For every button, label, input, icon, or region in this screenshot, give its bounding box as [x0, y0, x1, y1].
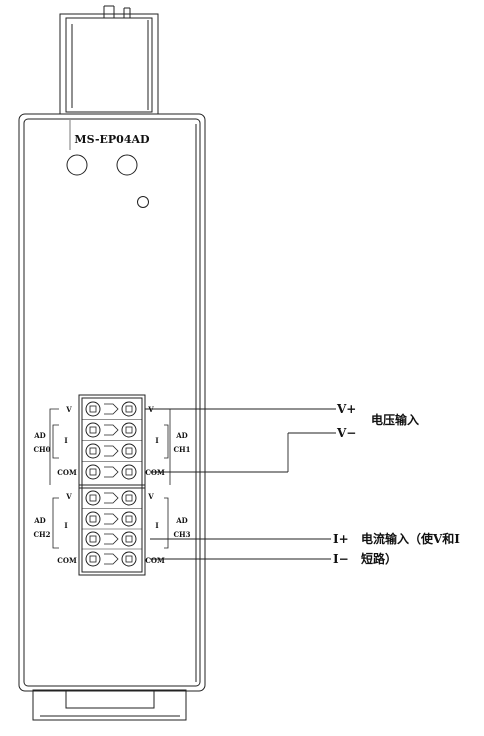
terminal-screw-slot-r4-c0 [89, 494, 97, 502]
channel-labels: AD CH0 AD CH1 AD CH2 AD CH3 [33, 431, 190, 539]
terminal-screw-r1-c0 [85, 422, 101, 438]
terminal-screw-slot-r1-c0 [89, 426, 97, 434]
module-housing [18, 113, 206, 692]
channel-brackets [49, 408, 171, 549]
left-terminal-labels: V I COM V I COM [57, 405, 77, 565]
wire-entry-r1 [104, 424, 119, 436]
ch3-ad-label: AD [175, 516, 188, 525]
right-label-i-1: I [155, 436, 158, 445]
ch2-name-label: CH2 [33, 530, 50, 539]
right-label-com-2: COM [145, 556, 165, 565]
terminal-screw-r3-c1 [121, 464, 137, 480]
terminal-screw-r5-c1 [121, 511, 137, 527]
v-plus-label: V+ [336, 402, 356, 416]
terminal-screw-slot-r6-c0 [89, 535, 97, 543]
terminal-screw-slot-r3-c1 [125, 468, 133, 476]
led-hole-right [116, 154, 138, 176]
ch1-ad-label: AD [175, 431, 188, 440]
bottom-clip [32, 689, 187, 721]
i-minus-label: I− [333, 552, 349, 566]
terminal-screw-slot-r3-c0 [89, 468, 97, 476]
terminal-screws [82, 401, 142, 567]
terminal-screw-slot-r7-c1 [125, 555, 133, 563]
current-input-label: 电流输入（使V和I [361, 531, 460, 546]
terminal-screw-slot-r6-c1 [125, 535, 133, 543]
top-connector [59, 5, 159, 115]
terminal-screw-slot-r7-c0 [89, 555, 97, 563]
terminal-screw-r7-c1 [121, 551, 137, 567]
terminal-screw-r7-c0 [85, 551, 101, 567]
left-label-com-2: COM [57, 556, 77, 565]
ch3-name-label: CH3 [173, 530, 190, 539]
ch0-name-label: CH0 [33, 445, 50, 454]
terminal-screw-r6-c1 [121, 531, 137, 547]
terminal-screw-slot-r0-c0 [89, 405, 97, 413]
right-terminal-labels: V I COM V I COM [145, 405, 165, 565]
terminal-screw-r4-c0 [85, 490, 101, 506]
ch1-name-label: CH1 [173, 445, 190, 454]
wire-entry-r0 [104, 403, 119, 415]
terminal-block [78, 394, 146, 576]
small-hole [137, 196, 149, 208]
terminal-screw-slot-r4-c1 [125, 494, 133, 502]
v-minus-label: V− [336, 426, 356, 440]
wire-entry-r4 [104, 492, 119, 504]
terminal-screw-r6-c0 [85, 531, 101, 547]
wire-entry-r6 [104, 533, 119, 545]
right-label-v-2: V [147, 492, 154, 501]
left-label-i-1: I [64, 436, 67, 445]
terminal-screw-r5-c0 [85, 511, 101, 527]
terminal-screw-r0-c1 [121, 401, 137, 417]
left-label-v-2: V [65, 492, 72, 501]
wire-lines [145, 408, 336, 560]
wire-entry-r2 [104, 445, 119, 457]
terminal-screw-slot-r2-c1 [125, 447, 133, 455]
left-label-v-1: V [65, 405, 72, 414]
ch2-ad-label: AD [33, 516, 46, 525]
terminal-screw-slot-r1-c1 [125, 426, 133, 434]
wire-entry-r5 [104, 513, 119, 525]
terminal-screw-r3-c0 [85, 464, 101, 480]
right-label-v-1: V [147, 405, 154, 414]
led-hole-left [66, 154, 88, 176]
right-label-com-1: COM [145, 468, 165, 477]
terminal-screw-r1-c1 [121, 422, 137, 438]
terminal-screw-slot-r5-c0 [89, 515, 97, 523]
terminal-screw-slot-r5-c1 [125, 515, 133, 523]
model-title: MS-EP04AD [74, 133, 150, 146]
voltage-input-label: 电压输入 [371, 412, 419, 427]
wiring-labels: V+ V− 电压输入 I+ 电流输入（使V和I I− 短路） [333, 402, 460, 566]
short-circuit-label: 短路） [361, 551, 397, 566]
terminal-screw-r0-c0 [85, 401, 101, 417]
terminal-screw-r4-c1 [121, 490, 137, 506]
left-label-com-1: COM [57, 468, 77, 477]
terminal-screw-r2-c1 [121, 443, 137, 459]
terminal-screw-slot-r0-c1 [125, 405, 133, 413]
left-label-i-2: I [64, 521, 67, 530]
terminal-screw-r2-c0 [85, 443, 101, 459]
ch0-ad-label: AD [33, 431, 46, 440]
right-label-i-2: I [155, 521, 158, 530]
wire-entry-r3 [104, 466, 119, 478]
wire-entry-r7 [104, 553, 119, 565]
i-plus-label: I+ [333, 532, 349, 546]
terminal-screw-slot-r2-c0 [89, 447, 97, 455]
